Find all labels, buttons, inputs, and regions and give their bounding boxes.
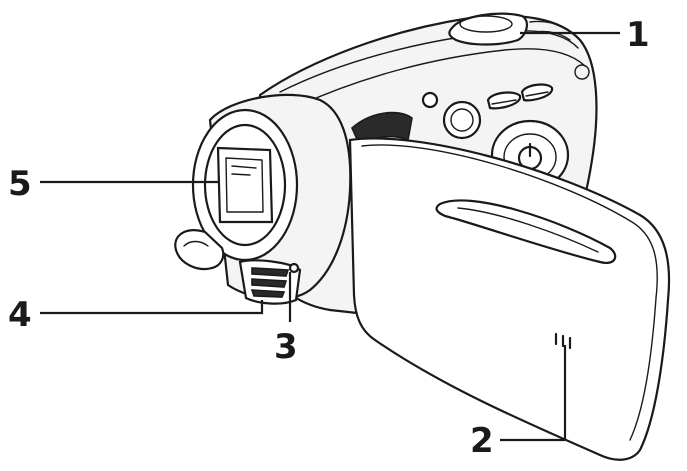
hand-strap xyxy=(174,229,225,271)
zoom-lever xyxy=(448,12,528,46)
small-led xyxy=(421,91,439,109)
callout-3: 3 xyxy=(274,327,298,367)
callout-4: 4 xyxy=(8,295,32,335)
display-speaker xyxy=(554,332,572,350)
lcd-reflection xyxy=(435,199,617,264)
lens-glass xyxy=(216,146,274,224)
menu-buttons xyxy=(486,83,554,110)
hand-strap-detail xyxy=(183,240,209,247)
speaker-grille xyxy=(250,267,290,298)
record-button-inner xyxy=(450,108,474,132)
lens-glass-reflect xyxy=(231,165,257,176)
body-top-ridge-2 xyxy=(299,48,586,106)
lcd-reflection-inner xyxy=(457,207,599,253)
mic-hole xyxy=(288,262,300,274)
record-button-outer xyxy=(442,100,482,140)
callout-5: 5 xyxy=(8,164,32,204)
callout-2: 2 xyxy=(470,421,494,461)
lens-glass-inner xyxy=(225,157,264,213)
side-jack xyxy=(574,64,590,80)
lcd-display-edge xyxy=(361,144,658,441)
callout-leaders xyxy=(40,31,620,442)
camcorder-illustration xyxy=(174,12,671,461)
leader-4 xyxy=(40,300,264,315)
callout-labels: 1 2 3 4 5 xyxy=(8,15,650,461)
callout-1: 1 xyxy=(626,15,650,55)
zoom-lever-top xyxy=(459,15,513,33)
lcd-display-panel xyxy=(348,137,671,461)
